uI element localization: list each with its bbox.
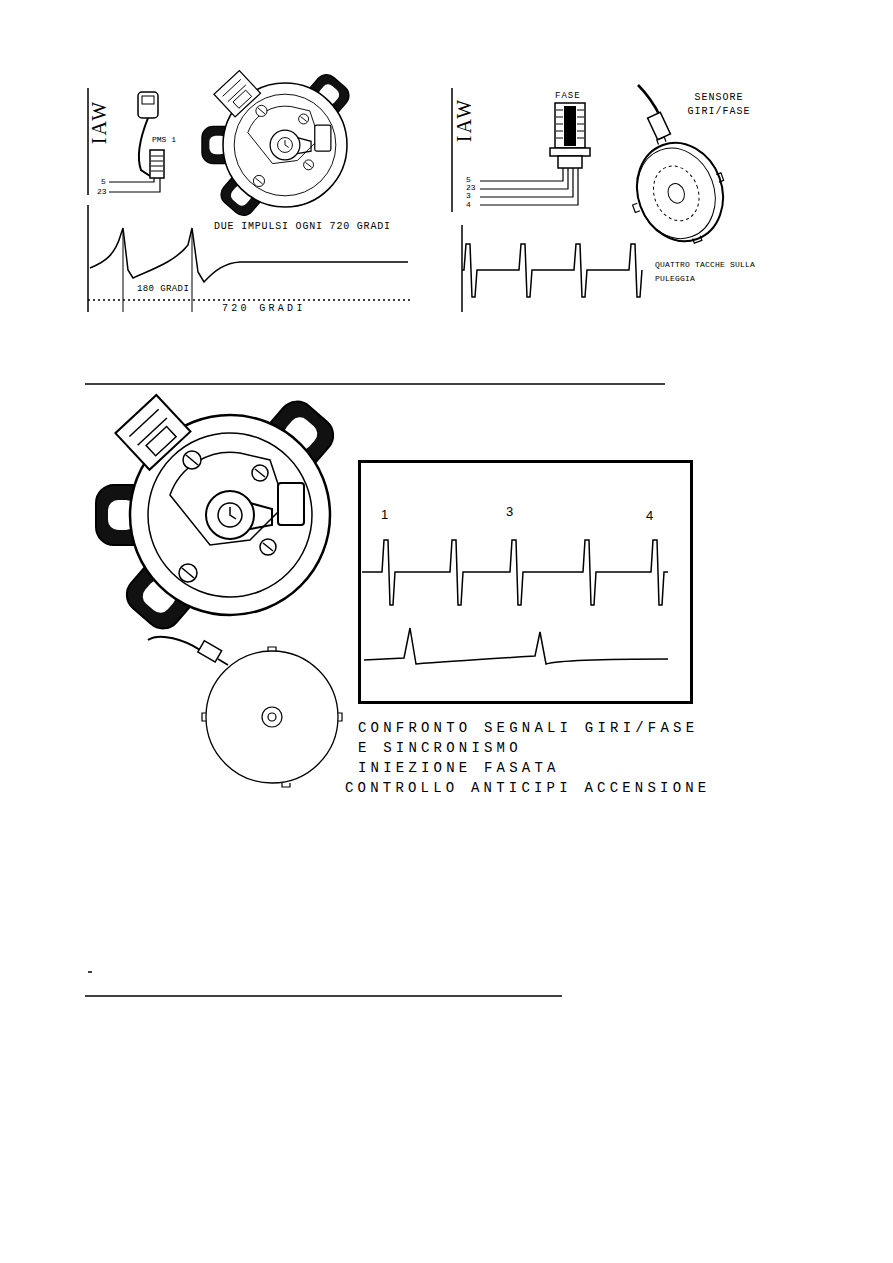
wheel-notch [614, 123, 740, 259]
pin-number: 4 [466, 201, 471, 209]
pulley-hub [646, 160, 706, 228]
sensor-cable [148, 637, 200, 650]
distributor-figure [96, 394, 341, 636]
pulley-rim [623, 131, 736, 254]
sensor-cable [139, 118, 150, 176]
sensor-name: PMS 1 [152, 136, 176, 144]
phonic-wheel [206, 651, 338, 783]
ecu-name: IAW [89, 100, 109, 144]
sensor-base [558, 156, 582, 168]
plot-axis [87, 205, 89, 312]
sensor-core [564, 106, 576, 146]
pms-waveform [90, 228, 408, 282]
pin-number: 5 [101, 178, 106, 186]
sensor-tip [218, 659, 228, 665]
distributor-figure [202, 70, 354, 220]
sensor-cable [638, 85, 660, 116]
signal-note: DUE IMPULSI OGNI 720 GRADI [214, 222, 391, 232]
sensor-nut [550, 148, 590, 156]
phase-waveform [462, 244, 642, 297]
phase-trace [364, 628, 668, 664]
figure-caption: INIEZIONE FASATA [358, 761, 560, 775]
pms-sensor [150, 150, 164, 178]
signal-wire [480, 168, 578, 205]
pin-number: 3 [466, 192, 471, 200]
trace-number: 4 [646, 509, 653, 522]
wheel-notch [202, 647, 342, 787]
wheel-bore [268, 713, 276, 721]
speed-sensor [648, 112, 671, 140]
ecu-border [451, 88, 453, 212]
plot-axis [461, 225, 463, 312]
figure-caption: CONTROLLO ANTICIPI ACCENSIONE [345, 781, 710, 795]
trace-number: 3 [506, 505, 513, 518]
signal-wire [109, 178, 160, 192]
sensor-name: FASE [555, 92, 581, 101]
plug-latch [142, 96, 154, 104]
pulley-face [625, 137, 728, 249]
marker-line [192, 230, 193, 312]
angle-dimension: 180 GRADI [137, 285, 189, 294]
section-rule [85, 383, 665, 385]
pin-number: 23 [97, 188, 107, 196]
pin-number: 5 [466, 176, 471, 184]
pulley-bore [665, 181, 687, 205]
cycle-line [88, 299, 410, 301]
wheel-note: QUATTRO TACCHE SULLA PULEGGIA [655, 258, 763, 286]
angle-dimension: 720 GRADI [222, 304, 306, 314]
pin-number: 23 [466, 184, 476, 192]
sensor-plug [138, 92, 158, 118]
oscilloscope-box: 1 3 4 [358, 460, 693, 704]
trace-number: 1 [381, 508, 388, 521]
sensor-name: SENSORE GIRI/FASE [683, 91, 755, 119]
stray-mark [88, 971, 92, 973]
section-rule [85, 995, 562, 997]
wheel-hub [262, 707, 282, 727]
sensor-thread [556, 110, 584, 138]
sensor-thread [151, 156, 163, 171]
phase-sensor [555, 103, 585, 148]
rpm-trace [362, 540, 668, 605]
figure-caption: CONFRONTO SEGNALI GIRI/FASE E SINCRONISM… [358, 718, 714, 758]
ecu-name: IAW [454, 98, 474, 142]
